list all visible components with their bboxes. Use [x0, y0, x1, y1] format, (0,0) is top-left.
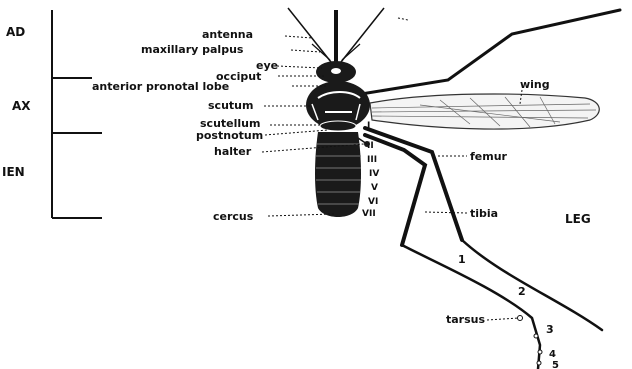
segment-label-vi: VI: [368, 197, 378, 207]
label-antenna: antenna: [202, 28, 253, 41]
segment-label-iii: III: [367, 155, 377, 165]
tarsomere-label-5: 5: [552, 360, 559, 369]
label-postnotum: postnotum: [196, 129, 263, 142]
leader-lines: [262, 36, 522, 320]
label-tarsus: tarsus: [446, 313, 485, 326]
tarsomere-label-4: 4: [549, 349, 556, 360]
region-label-thorax: AX: [12, 99, 31, 113]
label-scutum: scutum: [208, 99, 253, 112]
wing: [370, 94, 599, 129]
region-label-abdomen: IEN: [2, 165, 25, 179]
label-cercus: cercus: [213, 210, 254, 223]
label-leg: LEG: [565, 212, 591, 226]
segment-label-iv: IV: [369, 169, 379, 179]
segment-label-vii: VII: [362, 209, 376, 219]
legs: [355, 10, 620, 369]
region-label-head: AD: [6, 25, 25, 39]
head: [316, 61, 356, 83]
label-halter: halter: [214, 145, 252, 158]
label-anterior-pronotal-lobe: anterior pronotal lobe: [92, 80, 229, 93]
tarsomere-label-1: 1: [458, 253, 466, 266]
antennae: [288, 8, 408, 66]
segment-label-ii: II: [367, 141, 374, 151]
tarsomere-label-2: 2: [518, 285, 526, 298]
label-tibia: tibia: [470, 207, 498, 220]
segment-label-v: V: [371, 183, 378, 193]
tarsomere-label-3: 3: [546, 323, 554, 336]
label-maxillary-palpus: maxillary palpus: [141, 43, 244, 56]
segment-label-i: I: [367, 121, 370, 131]
label-femur: femur: [470, 150, 508, 163]
label-wing: wing: [520, 78, 550, 91]
region-bracket: [52, 10, 102, 218]
